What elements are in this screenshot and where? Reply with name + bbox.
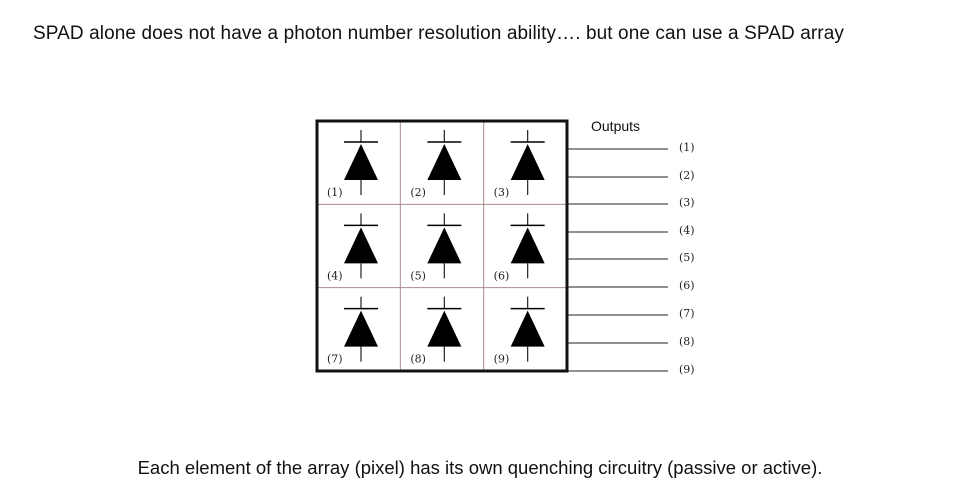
array-frame [315,119,569,373]
diode-triangle-icon [427,144,462,180]
diode-triangle-icon [510,227,545,264]
spad-pixel: (5) [410,213,462,282]
pixel-label: (5) [410,269,426,282]
pixel-label: (9) [494,353,510,366]
diode-triangle-icon [344,227,378,264]
pixel-label: (2) [410,186,426,199]
diode-triangle-icon [344,310,378,347]
spad-pixel: (6) [494,213,545,282]
spad-pixel: (9) [494,296,545,366]
diode-triangle-icon [344,144,378,180]
slide-heading: SPAD alone does not have a photon number… [33,23,844,44]
spad-pixel: (8) [410,296,462,366]
slide-caption: Each element of the array (pixel) has it… [137,457,823,478]
pixel-label: (7) [327,353,343,366]
pixel-cells: (1) (2) (3) (4) (5) (6) (7) (8) (9) [327,130,545,366]
diode-triangle-icon [427,310,462,347]
diode-triangle-icon [510,310,545,347]
output-label: (2) [679,169,695,182]
output-labels: (1) (2) (3) (4) (5) (6) (7) (8) (9) [679,141,695,376]
output-label: (1) [679,141,695,154]
spad-pixel: (1) [327,130,378,199]
output-label: (3) [679,196,695,209]
pixel-label: (3) [494,186,510,199]
pixel-label: (1) [327,186,343,199]
output-label: (8) [679,335,695,348]
pixel-grid [317,121,567,371]
output-label: (5) [679,251,695,264]
spad-pixel: (2) [410,130,462,199]
output-label: (9) [679,363,695,376]
output-lines [567,148,668,372]
output-label: (4) [679,224,695,237]
pixel-label: (4) [327,269,343,282]
spad-pixel: (3) [494,130,545,199]
pixel-label: (8) [410,353,426,366]
spad-pixel: (4) [327,213,378,282]
outputs-title: Outputs [591,118,640,134]
spad-pixel: (7) [327,296,378,366]
diode-triangle-icon [427,227,462,264]
output-label: (6) [679,279,695,292]
diode-triangle-icon [510,144,545,180]
pixel-label: (6) [494,269,510,282]
output-label: (7) [679,307,695,320]
